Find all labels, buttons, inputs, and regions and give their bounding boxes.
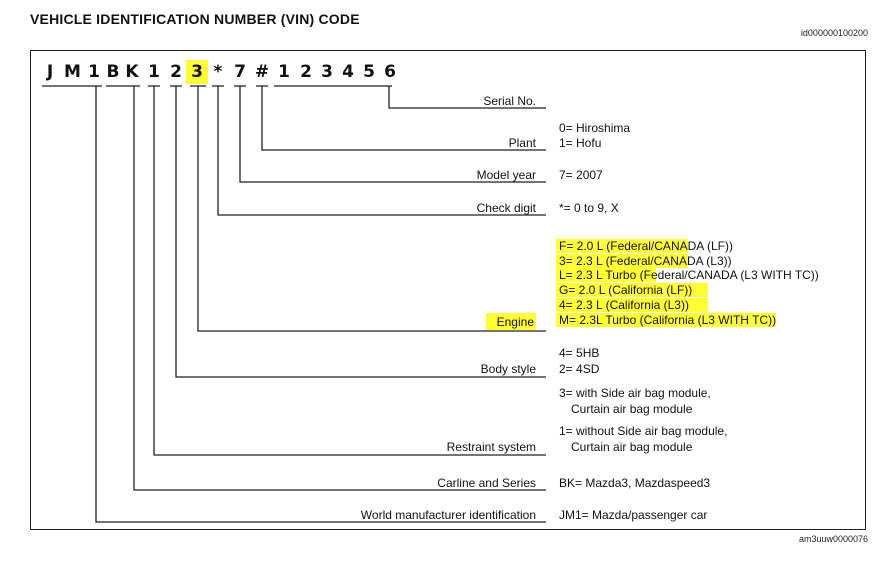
vin-char-5: K xyxy=(125,62,139,82)
vin-char-6: 1 xyxy=(148,62,160,82)
option-wmi: JM1= Mazda/passenger car xyxy=(559,508,708,522)
option-engine-4: 4= 2.3 L (California (L3)) xyxy=(559,298,689,312)
option-body-style-4: 4= 5HB xyxy=(559,346,600,360)
connector-wmi xyxy=(95,86,546,523)
document-id: id000000100200 xyxy=(800,28,868,38)
page-title: VEHICLE IDENTIFICATION NUMBER (VIN) CODE xyxy=(30,11,360,27)
label-body-style: Body style xyxy=(480,362,536,376)
vin-char-4: B xyxy=(106,62,120,82)
vin-char-11: # xyxy=(254,62,270,82)
image-id: am3uuw0000076 xyxy=(798,534,868,544)
vin-char-3: 1 xyxy=(88,62,100,82)
vin-char-12: 1 xyxy=(278,62,290,82)
option-carline: BK= Mazda3, Mazdaspeed3 xyxy=(559,476,711,490)
connector-body-style xyxy=(175,86,546,378)
option-engine-f: F= 2.0 L (Federal/CANADA (LF)) xyxy=(559,239,733,253)
highlight-engine-label xyxy=(486,313,536,330)
option-restraint-3: 3= with Side air bag module, xyxy=(559,386,711,400)
vin-char-1: J xyxy=(46,62,54,82)
vin-char-13: 2 xyxy=(300,62,312,82)
diagram-frame xyxy=(30,50,866,530)
label-wmi: World manufacturer identification xyxy=(360,508,536,522)
connector-check-digit xyxy=(217,86,546,216)
option-restraint-3-cont: Curtain air bag module xyxy=(571,402,693,416)
connector-restraint xyxy=(153,86,546,456)
option-engine-l: L= 2.3 L Turbo (Federal/CANADA (L3 WITH … xyxy=(559,268,819,282)
label-engine: Engine xyxy=(496,315,534,329)
option-restraint-1: 1= without Side air bag module, xyxy=(559,424,728,438)
connector-model-year xyxy=(239,86,546,183)
connector-serial xyxy=(388,86,546,109)
connector-plant xyxy=(261,86,546,151)
highlight-engine-m xyxy=(556,313,776,327)
highlight-engine-3 xyxy=(556,254,688,268)
vin-char-9: * xyxy=(213,62,223,82)
vin-char-8: 3 xyxy=(191,62,203,82)
highlight-engine-g xyxy=(556,283,708,297)
vin-char-10: 7 xyxy=(234,62,246,82)
highlight-vin-digit xyxy=(186,60,208,84)
option-engine-g: G= 2.0 L (California (LF)) xyxy=(559,283,693,297)
option-body-style-2: 2= 4SD xyxy=(559,362,600,376)
label-restraint: Restraint system xyxy=(446,440,536,454)
label-serial: Serial No. xyxy=(483,94,536,108)
label-check-digit: Check digit xyxy=(476,201,536,215)
label-carline: Carline and Series xyxy=(437,476,536,490)
connector-engine xyxy=(197,86,546,332)
highlight-engine-l xyxy=(556,268,656,282)
option-restraint-1-cont: Curtain air bag module xyxy=(571,440,693,454)
vin-char-7: 2 xyxy=(170,62,182,82)
label-plant: Plant xyxy=(508,136,536,150)
label-model-year: Model year xyxy=(476,168,536,182)
option-plant-1: 1= Hofu xyxy=(559,136,602,150)
option-model-year: 7= 2007 xyxy=(559,168,603,182)
option-check-digit: *= 0 to 9, X xyxy=(559,201,619,215)
vin-char-14: 3 xyxy=(321,62,333,82)
highlight-engine-4 xyxy=(556,298,708,312)
vin-char-17: 6 xyxy=(384,62,396,82)
option-engine-3: 3= 2.3 L (Federal/CANADA (L3)) xyxy=(559,254,732,268)
highlight-engine-f xyxy=(556,239,688,253)
option-engine-m: M= 2.3L Turbo (California (L3 WITH TC)) xyxy=(559,313,777,327)
option-plant-0: 0= Hiroshima xyxy=(559,121,631,135)
vin-char-2: M xyxy=(64,62,81,82)
vin-char-15: 4 xyxy=(342,62,354,82)
connector-carline xyxy=(133,86,546,491)
vin-char-16: 5 xyxy=(363,62,375,82)
